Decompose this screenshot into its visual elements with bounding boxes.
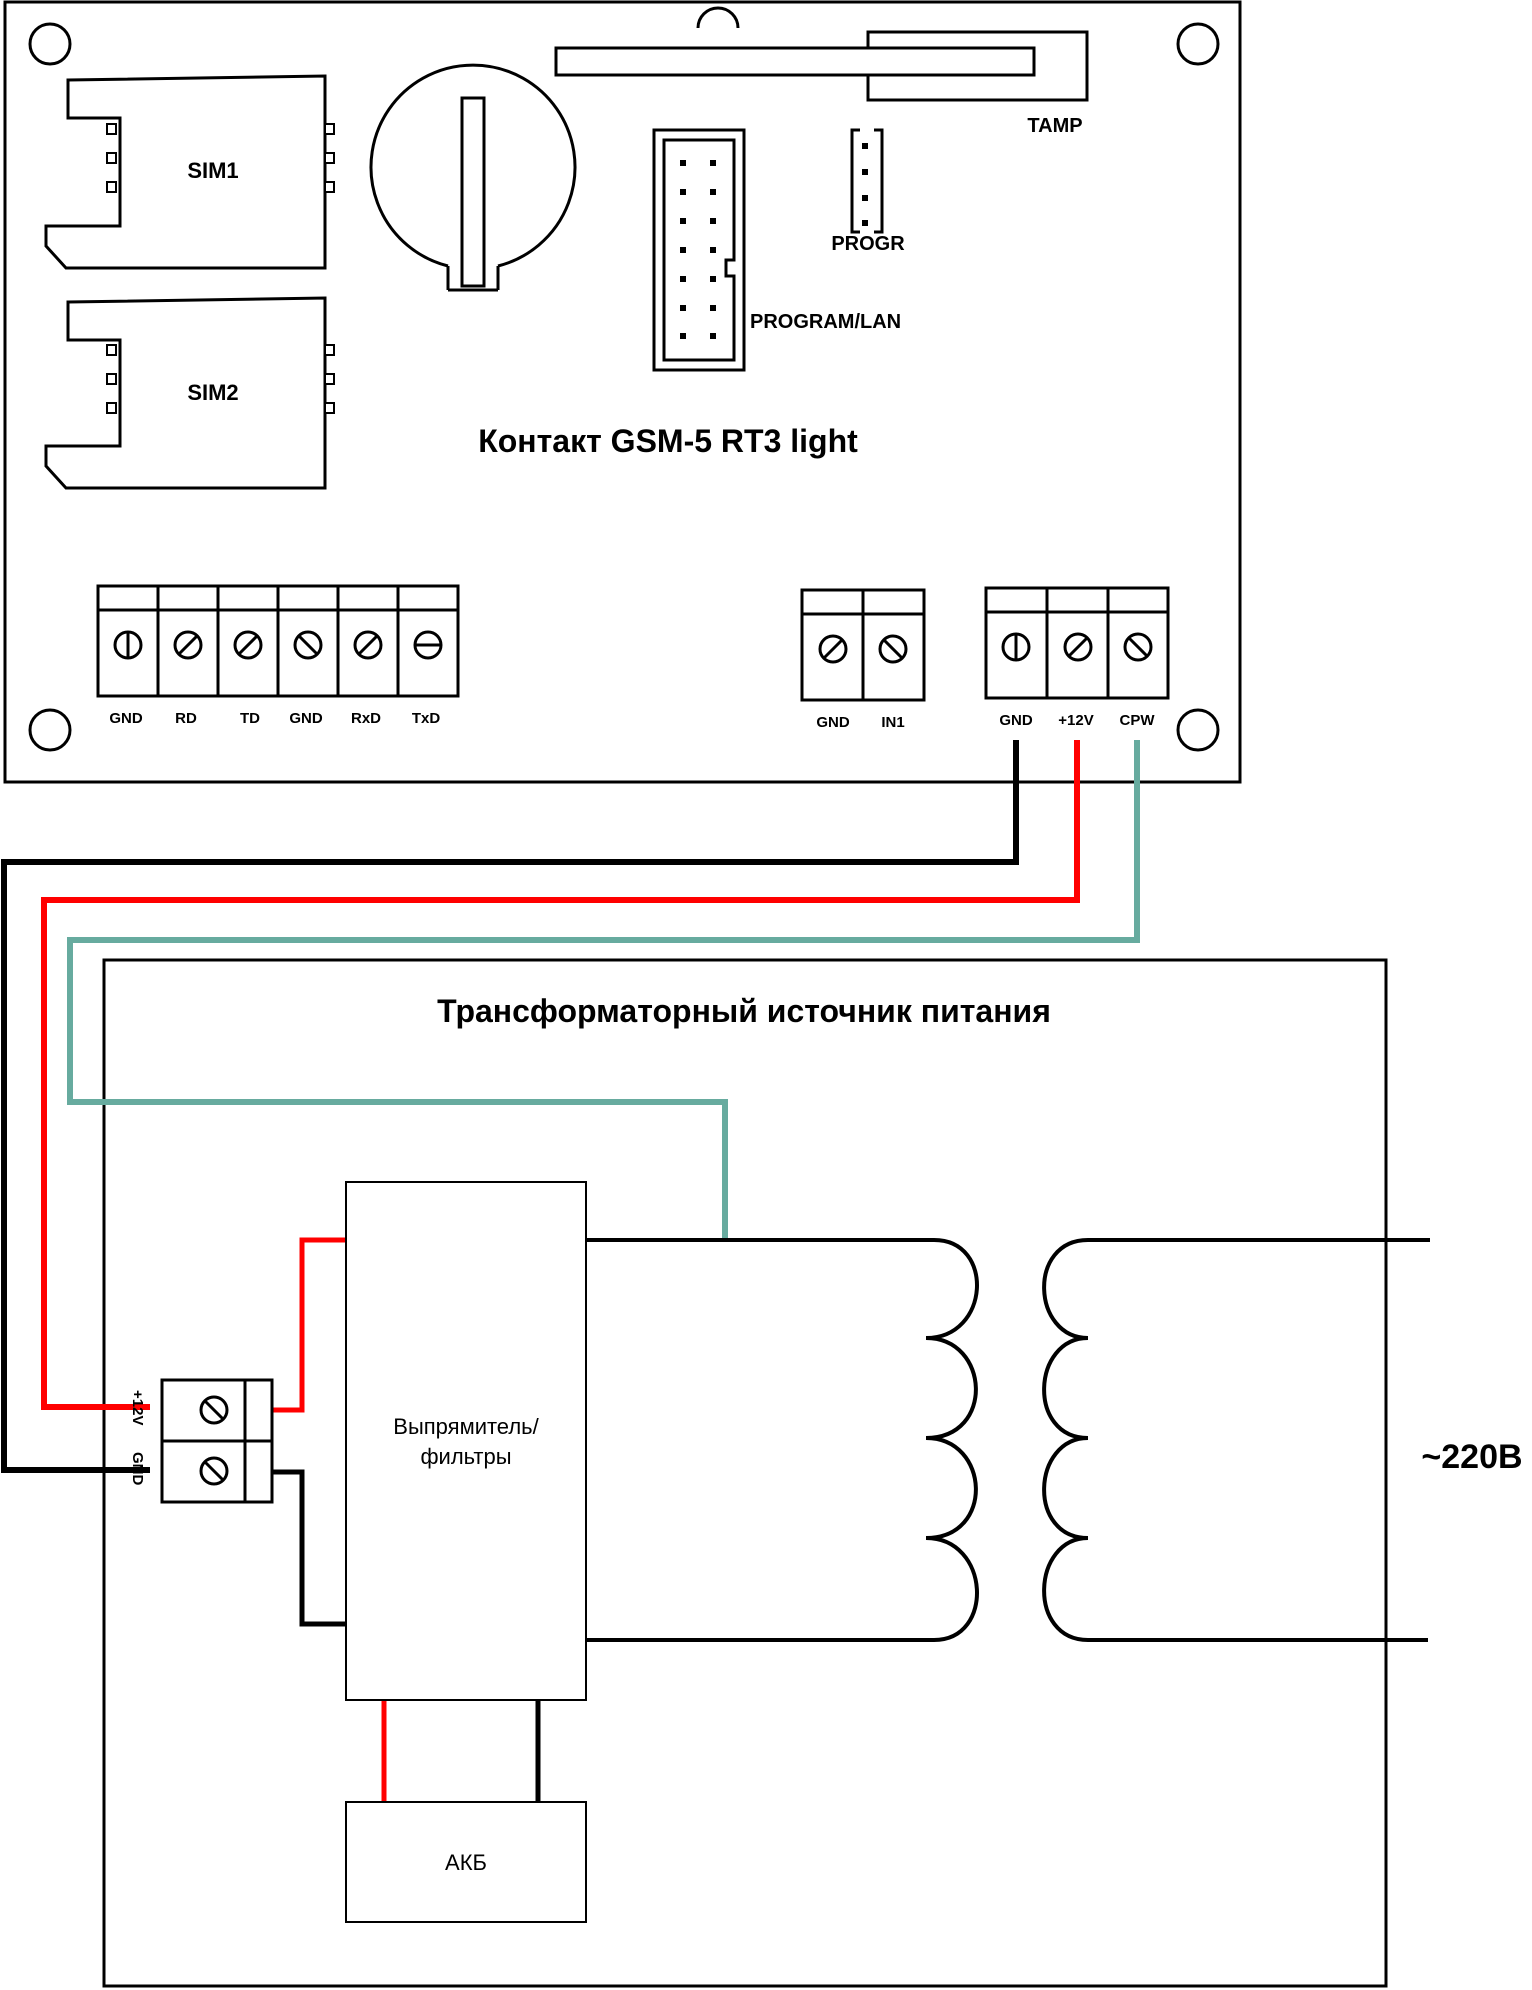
sim2-label: SIM2 — [187, 380, 238, 405]
battery-holder — [369, 63, 577, 292]
terminal-label: GND — [109, 710, 143, 727]
transformer — [925, 1238, 1430, 1642]
rectifier-block — [345, 1181, 587, 1701]
sim1-holder — [44, 74, 335, 270]
battery-block — [345, 1801, 587, 1923]
psu-terminal-block — [160, 1378, 274, 1504]
terminal-label: GND — [816, 714, 850, 731]
progr-connector — [850, 128, 884, 234]
psu-terminal-plus-label: +12V — [129, 1390, 146, 1425]
program-lan-label: PROGRAM/LAN — [750, 311, 901, 333]
mounting-hole-top — [696, 6, 740, 29]
wire-cpw — [67, 740, 1140, 1240]
tamper-switch — [554, 30, 1089, 102]
terminal-label: GND — [289, 710, 323, 727]
mounting-hole — [1176, 22, 1220, 66]
mounting-hole — [1176, 708, 1220, 752]
rectifier-label-line1: Выпрямитель/ — [393, 1414, 539, 1439]
sim2-holder — [44, 296, 335, 490]
wire-gnd-internal — [270, 1469, 346, 1627]
psu-terminal-gnd-label: GND — [129, 1452, 146, 1486]
wire-plus12-internal — [270, 1237, 346, 1413]
battery-label: АКБ — [445, 1850, 487, 1875]
terminal-label: CPW — [1120, 712, 1156, 729]
terminal-label: +12V — [1058, 712, 1093, 729]
mains-voltage-label: ~220В — [1421, 1438, 1522, 1476]
terminal-label: TxD — [412, 710, 441, 727]
mounting-hole — [28, 22, 72, 66]
terminal-block-power — [984, 586, 1170, 700]
board-title: Контакт GSM-5 RT3 light — [478, 423, 858, 459]
terminal-label: RD — [175, 710, 197, 727]
mounting-hole — [28, 708, 72, 752]
wire-plus12 — [41, 740, 1080, 1410]
wire-gnd — [1, 740, 1019, 1473]
terminal-label: RxD — [351, 710, 381, 727]
rectifier-label-line2: фильтры — [420, 1444, 511, 1469]
tamp-label: TAMP — [1027, 115, 1082, 137]
program-lan-connector — [652, 128, 746, 372]
sim1-label: SIM1 — [187, 158, 238, 183]
progr-label: PROGR — [831, 233, 905, 255]
terminal-block-mid — [800, 588, 926, 702]
psu-title: Трансформаторный источник питания — [437, 993, 1051, 1029]
terminal-block-left — [96, 584, 460, 698]
terminal-label: IN1 — [881, 714, 904, 731]
terminal-label: GND — [999, 712, 1033, 729]
terminal-label: TD — [240, 710, 260, 727]
